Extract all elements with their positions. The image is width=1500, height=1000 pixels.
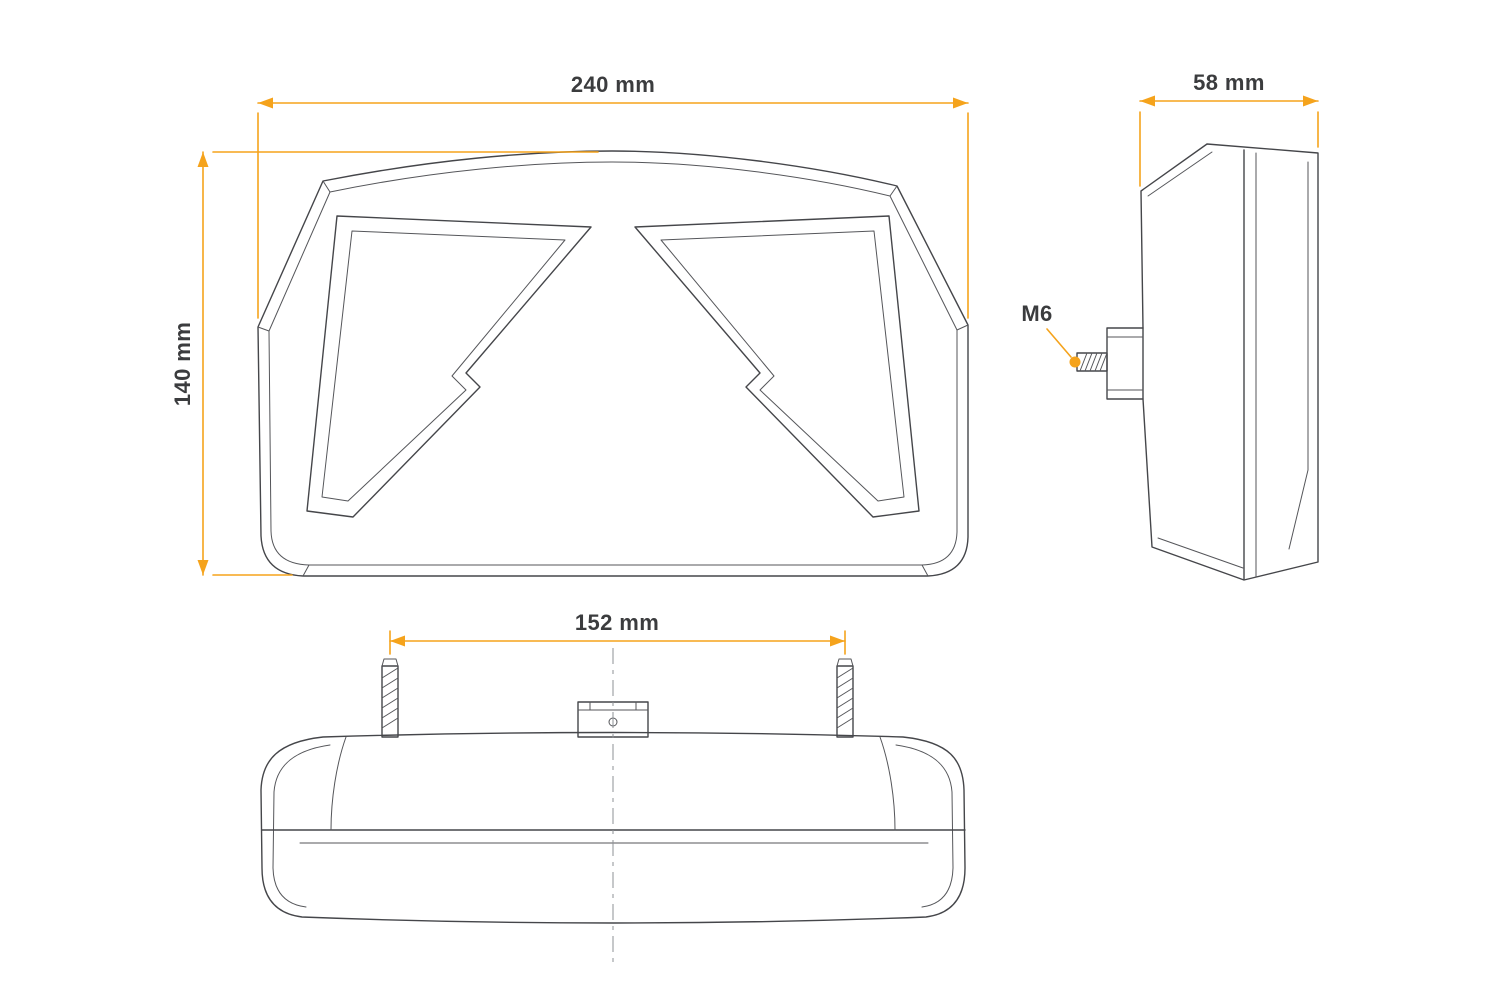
dim-spacing-label: 152 mm — [575, 610, 659, 635]
front-left-recess-inner — [321, 230, 566, 502]
side-mounting-bracket — [1106, 327, 1144, 400]
dimension-height-140: 140 mm — [170, 151, 599, 576]
side-threaded-stud — [1076, 352, 1108, 372]
bottom-left-wall-curve — [330, 736, 347, 831]
dimension-width-240: 240 mm — [257, 72, 969, 319]
side-outer-outline — [1140, 143, 1319, 581]
thread-callout-m6: M6 — [1021, 301, 1081, 368]
dim-height-arrow-top — [197, 152, 209, 167]
front-corner-ticks — [257, 180, 969, 577]
dim-depth-arrow-right — [1303, 95, 1318, 107]
dimension-depth-58: 58 mm — [1139, 70, 1319, 187]
bottom-right-stud — [836, 658, 854, 738]
dim-width-arrow-right — [953, 97, 968, 109]
side-bottom-inner-line — [1157, 537, 1244, 569]
side-stud-thread-hatching — [1079, 352, 1108, 372]
side-top-inner-line — [1147, 151, 1213, 197]
bottom-right-wall-curve — [879, 736, 896, 831]
dim-spacing-arrow-right — [830, 635, 845, 647]
bottom-view — [260, 648, 966, 966]
dim-width-arrow-left — [258, 97, 273, 109]
dim-depth-label: 58 mm — [1193, 70, 1265, 95]
dim-height-arrow-bottom — [197, 560, 209, 575]
side-lens-inner-contour — [1288, 161, 1309, 550]
bottom-right-inner-contour — [895, 744, 954, 908]
m6-callout-dot — [1069, 356, 1081, 368]
front-view — [257, 150, 969, 577]
bottom-right-stud-hatching — [836, 667, 854, 729]
front-right-recess-outer — [634, 215, 920, 518]
dim-depth-arrow-left — [1140, 95, 1155, 107]
bottom-left-stud-hatching — [381, 667, 399, 729]
bottom-left-inner-contour — [272, 744, 331, 908]
dim-width-label: 240 mm — [571, 72, 655, 97]
bottom-left-stud — [381, 658, 399, 738]
front-left-recess-outer — [306, 215, 592, 518]
front-left-recess — [306, 215, 592, 518]
bottom-outer-outline — [260, 731, 966, 924]
front-right-recess — [634, 215, 920, 518]
m6-label: M6 — [1021, 301, 1052, 326]
dim-height-label: 140 mm — [170, 322, 195, 406]
front-inner-outline — [268, 161, 958, 566]
dim-spacing-arrow-left — [390, 635, 405, 647]
side-view — [1076, 143, 1319, 581]
front-right-recess-inner — [660, 230, 905, 502]
dimension-stud-spacing-152: 152 mm — [389, 610, 846, 655]
front-outer-outline — [257, 150, 969, 577]
m6-leader-line — [1046, 328, 1072, 358]
